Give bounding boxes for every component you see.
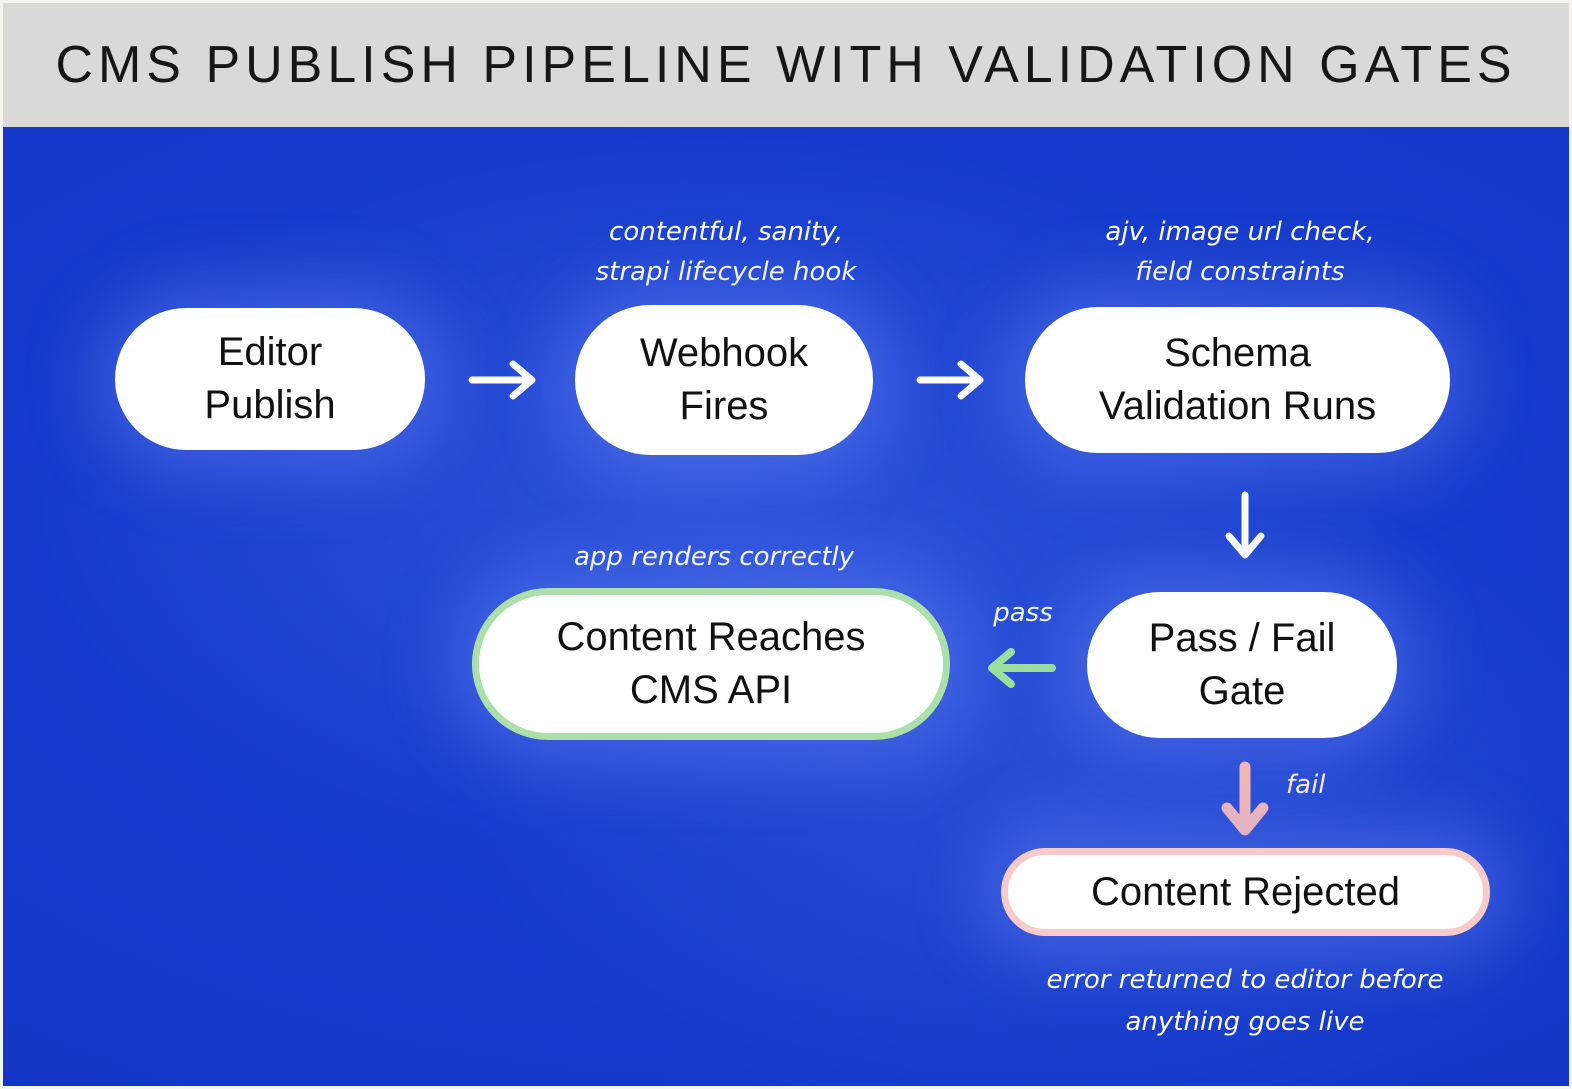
- arrow-right-icon: [468, 360, 536, 400]
- node-content-rejected: Content Rejected: [1001, 848, 1490, 936]
- edge-label-pass: pass: [978, 593, 1068, 633]
- node-schema-validation: Schema Validation Runs: [1025, 307, 1450, 453]
- node-label: Content Rejected: [1091, 870, 1400, 914]
- annotation-line: app renders correctly: [573, 542, 855, 572]
- annotation-line: strapi lifecycle hook: [595, 257, 857, 287]
- page-title: CMS PUBLISH PIPELINE WITH VALIDATION GAT…: [55, 36, 1517, 94]
- node-label: Pass / Fail Gate: [1149, 612, 1336, 718]
- flowchart-canvas: contentful, sanity, strapi lifecycle hoo…: [3, 127, 1569, 1086]
- annotation-line: error returned to editor before: [1046, 965, 1444, 995]
- node-label-line: Schema: [1164, 331, 1311, 375]
- node-label-line: Gate: [1198, 669, 1286, 713]
- node-label-line: Webhook: [639, 331, 809, 375]
- node-editor-publish: Editor Publish: [115, 308, 425, 450]
- arrow-left-icon: [988, 648, 1056, 688]
- node-content-reaches-cms-api: Content Reaches CMS API: [472, 588, 950, 740]
- node-label-line: Validation Runs: [1098, 384, 1377, 428]
- arrow-down-icon: [1221, 761, 1269, 836]
- annotation-line: anything goes live: [1125, 1007, 1365, 1037]
- node-label-line: Publish: [204, 383, 336, 427]
- annotation-app-renders: app renders correctly: [514, 537, 914, 577]
- node-pass-fail-gate: Pass / Fail Gate: [1087, 592, 1397, 738]
- node-label-line: CMS API: [629, 668, 793, 712]
- edge-label-text: fail: [1286, 770, 1326, 800]
- node-label: Editor Publish: [204, 326, 335, 432]
- node-label-line: Content Rejected: [1090, 870, 1401, 914]
- node-label-line: Content Reaches: [556, 615, 866, 659]
- annotation-error-returned: error returned to editor before anything…: [975, 959, 1515, 1043]
- node-webhook-fires: Webhook Fires: [575, 305, 873, 455]
- arrow-right-icon: [916, 360, 984, 400]
- arrow-down-icon: [1225, 491, 1265, 559]
- annotation-webhook-tools: contentful, sanity, strapi lifecycle hoo…: [526, 212, 926, 292]
- annotation-schema-checks: ajv, image url check, field constraints: [1040, 212, 1440, 292]
- node-label-line: Editor: [217, 330, 323, 374]
- node-label: Webhook Fires: [640, 327, 808, 433]
- node-label: Schema Validation Runs: [1099, 327, 1376, 433]
- annotation-line: ajv, image url check,: [1105, 217, 1375, 247]
- title-bar: CMS PUBLISH PIPELINE WITH VALIDATION GAT…: [3, 3, 1569, 127]
- annotation-line: field constraints: [1135, 257, 1345, 287]
- node-label-line: Pass / Fail: [1148, 616, 1336, 660]
- edge-label-text: pass: [993, 598, 1053, 628]
- annotation-line: contentful, sanity,: [609, 217, 843, 247]
- node-label-line: Fires: [679, 384, 769, 428]
- edge-label-fail: fail: [1286, 765, 1376, 805]
- node-label: Content Reaches CMS API: [556, 611, 865, 717]
